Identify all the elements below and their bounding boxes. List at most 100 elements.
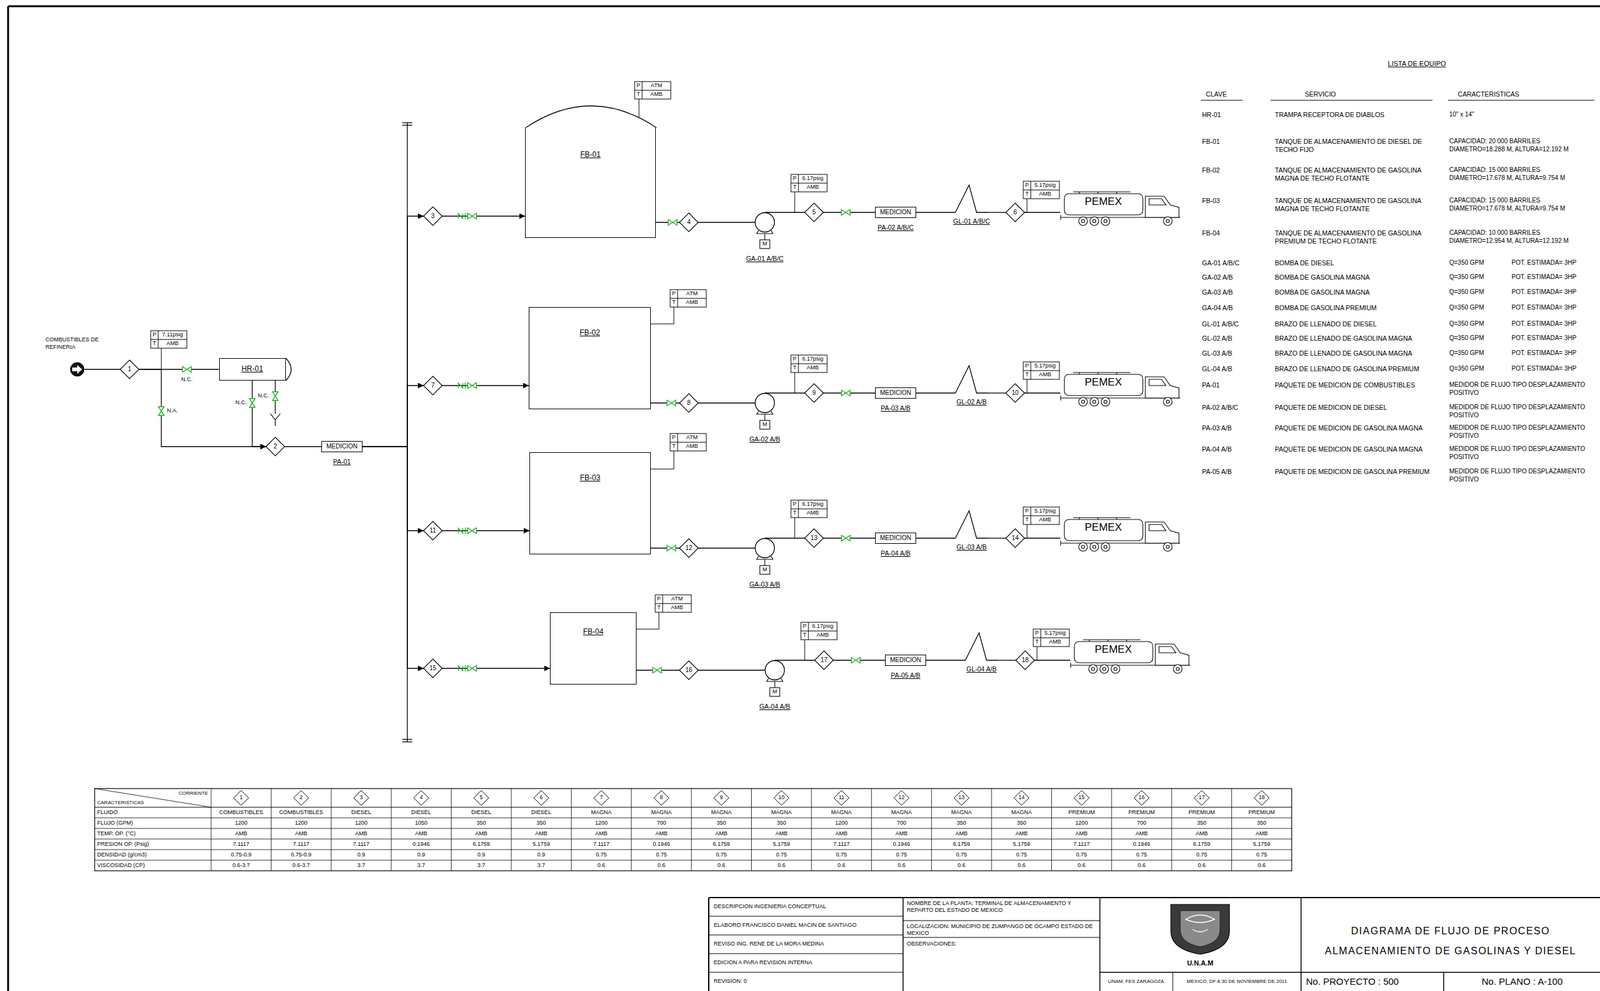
node-label: FB-03 — [579, 473, 601, 483]
table-rule — [391, 788, 392, 871]
table-cell: 350 — [476, 819, 486, 827]
storage-tank: FB-02 — [528, 307, 651, 410]
table-cell: 1200 — [295, 819, 308, 827]
table-cell: MAGNA — [771, 809, 792, 816]
process-line — [916, 392, 956, 393]
condition-value: 5.17psig — [1044, 629, 1066, 637]
title-block-rule — [708, 934, 904, 936]
instrument-leader — [1027, 379, 1028, 393]
condition-key: P — [792, 175, 797, 182]
condition-value: AMB — [685, 298, 699, 306]
title-block-rule — [1099, 897, 1101, 991]
title-field: REVISION: 0 — [713, 977, 747, 985]
table-cell: 0.6 — [897, 861, 906, 869]
list-rule — [1200, 100, 1243, 101]
process-line — [284, 445, 322, 447]
table-cell: AMB — [355, 830, 368, 838]
stream-diamond: 11 — [423, 521, 443, 540]
condition-key: T — [792, 509, 797, 517]
table-rule — [94, 849, 1292, 851]
node-outline — [550, 612, 636, 684]
title-field: UNAM, FES ZARAGOZA — [1107, 978, 1165, 985]
process-line — [764, 392, 805, 393]
condition-box — [800, 622, 838, 640]
condition-key: P — [672, 290, 676, 298]
table-cell: AMB — [1075, 830, 1089, 838]
equipment-data: MEDIDOR DE FLUJO TIPO DESPLAZAMIENTO POS… — [1449, 381, 1594, 397]
node-label: COMBUSTIBLES DE REFINERIA — [45, 336, 103, 351]
list-rule — [1270, 100, 1433, 101]
drawing-title: ALMACENAMIENTO DE GASOLINAS Y DIESEL — [1324, 944, 1576, 958]
stream-diamond: 4 — [679, 213, 699, 232]
process-line — [926, 659, 966, 661]
title-field: OBSERVACIONES: — [906, 940, 957, 948]
table-cell: AMB — [595, 830, 608, 838]
table-cell: 7.1117 — [232, 840, 250, 848]
equipment-tag: FB-01 — [1202, 137, 1221, 146]
node-outline — [955, 364, 988, 393]
node-label: GL-04 A/B — [966, 665, 997, 673]
condition-key: P — [1025, 362, 1029, 370]
table-rule — [94, 860, 1292, 861]
table-cell: 0.75 — [956, 851, 968, 859]
stream-number: 15 — [1078, 794, 1085, 801]
node-label: 5 — [812, 208, 816, 217]
equipment-tag: PA-03 A/B — [1202, 424, 1232, 433]
table-cell: 7.1117 — [592, 840, 610, 848]
list-header: SERVICIO — [1304, 90, 1336, 99]
node-label: 7 — [430, 381, 435, 390]
equipment-service: BOMBA DE GASOLINA MAGNA — [1274, 288, 1444, 297]
table-rule — [871, 788, 872, 871]
tag-label: PA-03 A/B — [880, 404, 911, 412]
title-block-rule — [903, 937, 1100, 938]
node-label: HR-01 — [241, 364, 264, 374]
title-block-rule — [708, 896, 1600, 899]
equipment-service: PAQUETE DE MEDICION DE GASOLINA PREMIUM — [1274, 467, 1444, 476]
table-cell: AMB — [534, 830, 548, 838]
tag-label: PA-04 A/B — [880, 549, 911, 557]
equipment-service: TRAMPA RECEPTORA DE DIABLOS — [1274, 110, 1444, 119]
condition-key: T — [792, 364, 797, 372]
equipment-tag: GL-02 A/B — [1202, 334, 1232, 343]
node-label: PEMEX — [1065, 195, 1142, 209]
stream-diamond: 5 — [804, 203, 824, 222]
tank-truck: PEMEX — [1060, 189, 1184, 228]
pump-symbol: GA-03 A/B — [754, 538, 775, 559]
table-cell: 6.1759 — [1193, 840, 1211, 848]
table-cell: 0.9 — [537, 851, 546, 859]
university-shield — [1170, 904, 1230, 955]
equipment-service: BRAZO DE LLENADO DE GASOLINA MAGNA — [1274, 349, 1444, 358]
condition-box — [790, 355, 828, 373]
table-cell: 350 — [536, 819, 547, 827]
table-cell: AMB — [1135, 830, 1148, 838]
equipment-service: BRAZO DE LLENADO DE GASOLINA MAGNA — [1274, 334, 1444, 343]
table-rule — [94, 828, 1292, 829]
equipment-tag: HR-01 — [1202, 110, 1221, 119]
equipment-service: PAQUETE DE MEDICION DE GASOLINA MAGNA — [1274, 445, 1444, 454]
equipment-service: BOMBA DE GASOLINA PREMIUM — [1274, 303, 1444, 313]
condition-key: T — [152, 340, 157, 347]
equipment-service: BOMBA DE GASOLINA MAGNA — [1274, 273, 1444, 282]
stream-number: 5 — [479, 794, 483, 801]
table-cell: 7.1117 — [292, 840, 309, 848]
condition-box — [655, 594, 692, 613]
condition-value: 6.17psig — [802, 175, 824, 182]
gate-valve — [249, 398, 256, 408]
pig-receiver: HR-01 — [219, 358, 286, 381]
table-cell: AMB — [1255, 830, 1269, 838]
motor-box — [769, 687, 780, 697]
table-header: CORRIENTE — [178, 790, 209, 797]
motor-box — [759, 239, 770, 249]
title-field: EDICION A PARA REVISION INTERNA — [713, 959, 813, 966]
table-cell: COMBUSTIBLES — [219, 809, 264, 816]
equipment-data: POT. ESTIMADA= 3HP — [1511, 259, 1577, 268]
equipment-data: Q=350 GPM — [1449, 273, 1485, 282]
table-row-head: TEMP. OP. (°C) — [97, 830, 136, 838]
node-outline — [764, 660, 785, 681]
header-cap — [402, 738, 413, 740]
condition-key: T — [1025, 516, 1029, 524]
equipment-data: POT. ESTIMADA= 3HP — [1511, 273, 1577, 282]
title-block-rule — [708, 897, 710, 991]
table-cell: 0.75 — [596, 851, 608, 859]
